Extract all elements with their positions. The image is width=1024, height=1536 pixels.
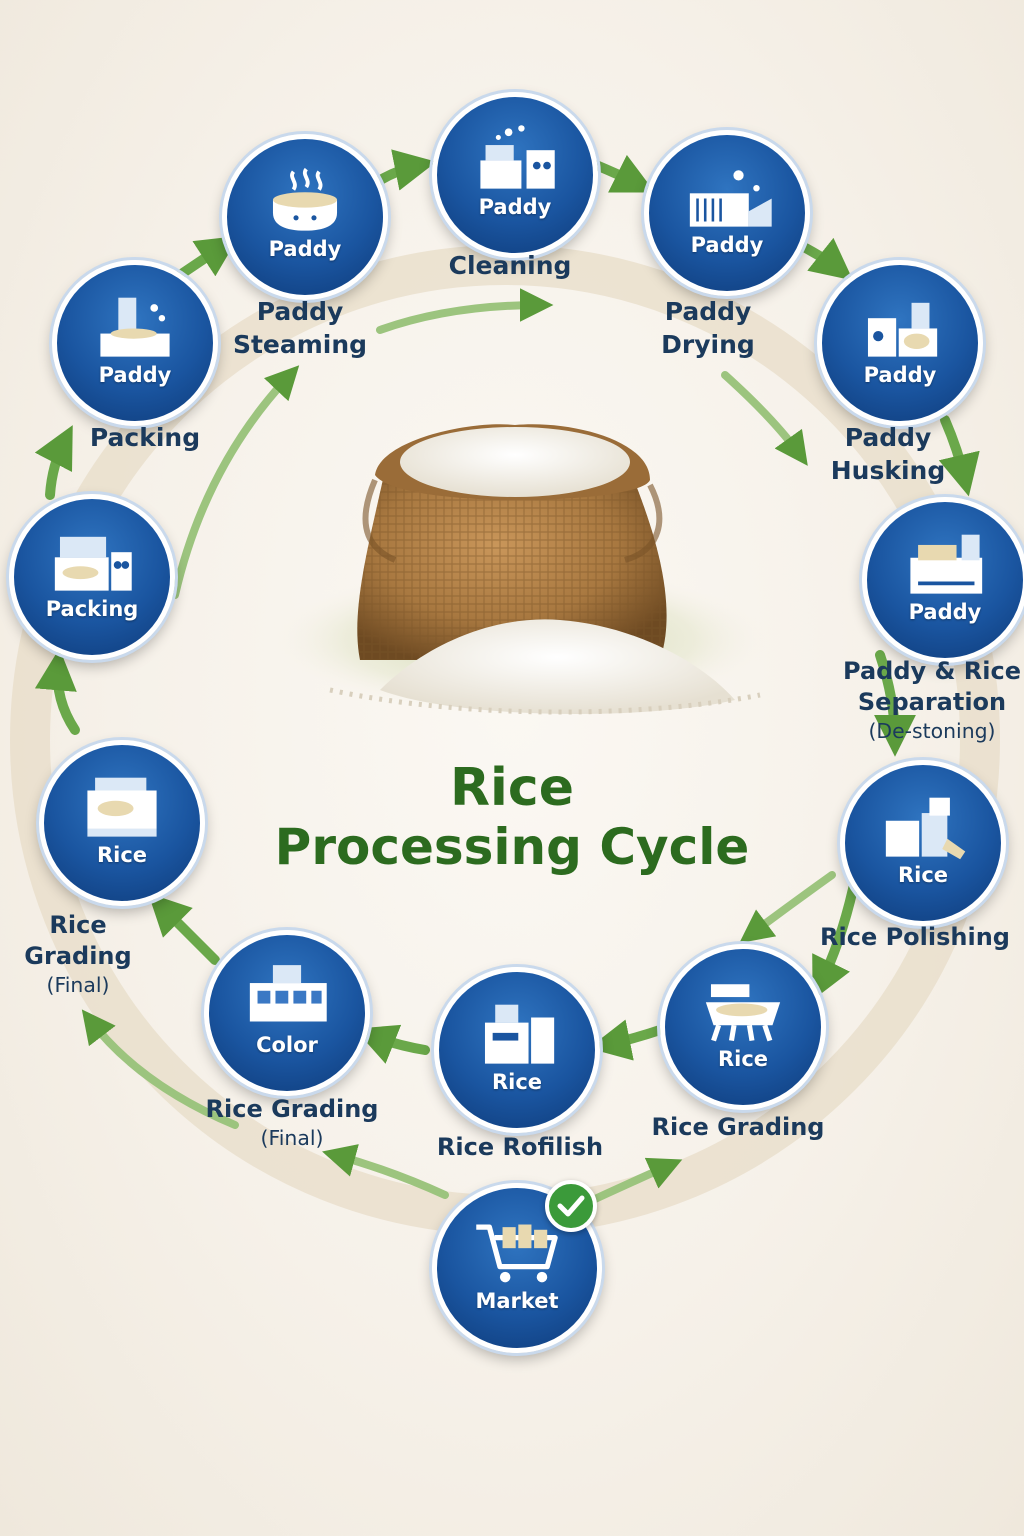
flow-arrow	[795, 237, 854, 281]
node-grading: Rice	[660, 944, 826, 1110]
separator-machine-icon	[910, 534, 983, 594]
caption-refinish: Rice Rofilish	[437, 1132, 603, 1163]
dryer-machine-icon	[689, 170, 772, 227]
caption-line: Packing	[89, 423, 201, 452]
caption-subtitle: (Final)	[46, 973, 110, 998]
flow-arrow	[34, 648, 80, 735]
rice-sack-illustration	[270, 424, 770, 715]
node-husking: Paddy	[817, 260, 983, 426]
node-drying: Paddy	[644, 130, 810, 296]
flow-arrow	[812, 875, 860, 1001]
node-label: Color	[256, 1032, 318, 1057]
node-polishing: Rice	[840, 760, 1006, 926]
node-color: Color	[204, 930, 370, 1096]
flow-arrow	[938, 415, 980, 497]
caption-subtitle: (Final)	[260, 1126, 324, 1151]
caption-polishing: Rice Polishing	[820, 922, 1010, 953]
flow-arrow	[354, 1024, 430, 1064]
caption-line: Rice Grading	[651, 1113, 825, 1141]
flow-arrow	[175, 235, 240, 280]
caption-line: Rice Rofilish	[436, 1133, 604, 1161]
title-line-2: Processing Cycle	[274, 818, 750, 876]
node-label: Paddy	[268, 236, 342, 261]
caption-line: Grading	[24, 942, 132, 971]
bagging-machine-icon	[100, 297, 170, 357]
flow-arrow	[739, 871, 836, 944]
flow-arrow	[591, 154, 656, 193]
caption-grading: Rice Grading	[652, 1112, 825, 1143]
node-steaming: Paddy	[222, 134, 388, 300]
node-packing: Paddy	[52, 260, 218, 426]
packing-machine-icon	[54, 536, 132, 591]
caption-line: Drying	[661, 329, 755, 359]
caption-line: Paddy	[256, 297, 344, 326]
node-label: Market	[475, 1288, 559, 1313]
caption-line: Husking	[830, 455, 946, 485]
caption-line: Rice Polishing	[820, 923, 1010, 951]
steaming-pot-icon	[272, 167, 338, 231]
node-label: Paddy	[98, 362, 172, 387]
grader-machine-icon	[705, 984, 781, 1042]
node-separation: Paddy	[862, 497, 1024, 663]
checkmark-icon	[545, 1180, 597, 1232]
node-label: Paddy	[690, 232, 764, 257]
caption-line: Rice	[49, 911, 107, 939]
node-label: Rice	[897, 862, 949, 887]
node-label: Rice	[491, 1069, 543, 1094]
node-label: Rice	[96, 842, 148, 867]
flow-arrows	[34, 149, 980, 1209]
caption-line: Rice Grading	[205, 1095, 379, 1123]
caption-line: Separation	[857, 688, 1007, 717]
flow-arrow	[81, 1009, 239, 1129]
node-label: Paddy	[908, 599, 982, 624]
title-line-1: Rice	[450, 758, 574, 818]
caption-cleaning: Cleaning	[449, 250, 572, 283]
flow-arrow	[873, 650, 916, 757]
caption-line: Paddy & Rice	[843, 657, 1021, 685]
node-refinish: Rice	[434, 967, 600, 1133]
cleaner-machine-icon	[480, 125, 555, 189]
flow-arrow	[322, 1144, 449, 1199]
node-label: Paddy	[863, 362, 937, 387]
caption-subtitle: (De-stoning)	[868, 719, 996, 744]
sorting-machine-icon	[87, 777, 157, 837]
caption-line: Paddy	[844, 423, 932, 452]
node-packing-machine: Packing	[9, 494, 175, 660]
caption-line: Paddy	[664, 297, 752, 326]
shopping-cart-icon	[476, 1224, 558, 1282]
diagram-title: Rice Processing Cycle	[275, 758, 750, 876]
flow-arrow	[588, 1019, 665, 1061]
caption-packing: Packing	[90, 422, 200, 455]
node-label: Paddy	[478, 194, 552, 219]
flow-arrow	[34, 425, 73, 500]
flow-arrow	[376, 288, 554, 334]
caption-color: Rice Grading (Final)	[206, 1094, 379, 1152]
caption-line: Cleaning	[448, 251, 572, 280]
color-sorter-icon	[249, 965, 327, 1022]
refinisher-machine-icon	[484, 1004, 555, 1064]
flow-arrow	[171, 365, 300, 599]
husker-machine-icon	[867, 302, 938, 357]
node-grading-final: Rice	[39, 740, 205, 906]
node-cleaning: Paddy	[432, 92, 598, 258]
flow-arrow	[148, 893, 220, 965]
flow-arrow	[721, 371, 808, 466]
node-label: Packing	[45, 596, 139, 621]
polisher-machine-icon	[885, 797, 966, 860]
node-label: Rice	[717, 1046, 769, 1071]
caption-line: Steaming	[232, 329, 368, 359]
